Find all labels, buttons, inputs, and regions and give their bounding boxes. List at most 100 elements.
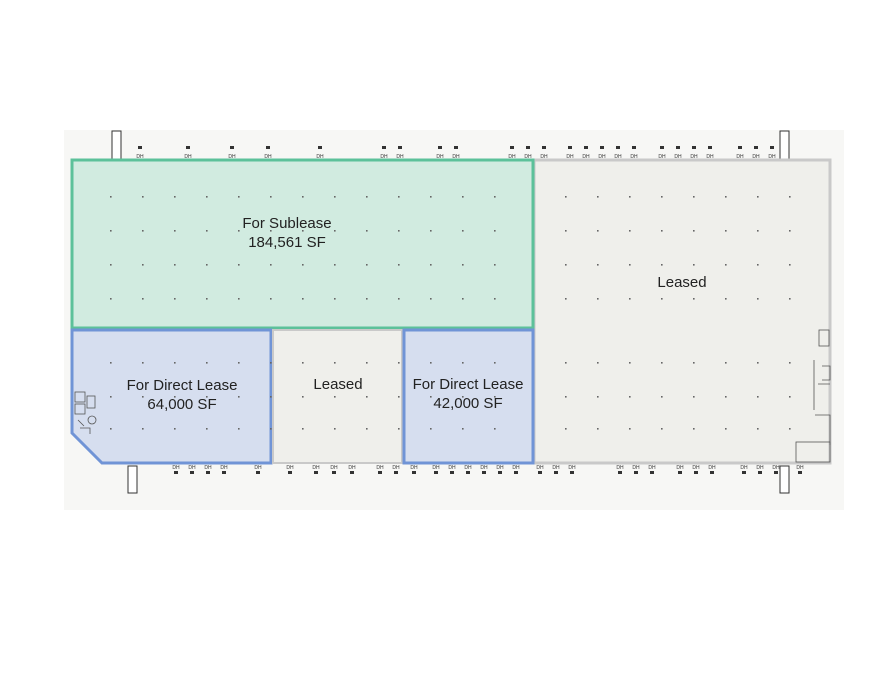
column-dot [110,196,112,198]
dock-door-label: DH [396,154,404,160]
column-dot [110,396,112,398]
column-dot [174,230,176,232]
column-dot [693,362,695,364]
dock-door-label: DH [690,154,698,160]
dock-door-marker [186,146,190,149]
dock-door-label: DH [552,465,560,471]
column-dot [270,264,272,266]
column-dot [629,264,631,266]
column-dot [238,362,240,364]
dock-door-marker [482,471,486,474]
column-dot [398,396,400,398]
dock-door-label: DH [330,465,338,471]
column-dot [757,264,759,266]
column-dot [302,230,304,232]
column-dot [629,298,631,300]
dock-door-marker [378,471,382,474]
column-dot [629,196,631,198]
column-dot [110,230,112,232]
dock-door-label: DH [480,465,488,471]
column-dot [174,298,176,300]
column-dot [661,428,663,430]
column-dot [206,362,208,364]
column-dot [270,396,272,398]
space-leased-middle[interactable] [272,329,403,464]
dock-door-marker [510,146,514,149]
column-dot [366,264,368,266]
column-dot [334,362,336,364]
dock-door-label: DH [796,465,804,471]
column-dot [238,428,240,430]
column-dot [629,428,631,430]
dock-door-label: DH [376,465,384,471]
dock-door-marker [434,471,438,474]
space-direct-lease-42000[interactable] [402,328,535,465]
dock-door-marker [618,471,622,474]
dock-door-label: DH [264,154,272,160]
column-dot [398,196,400,198]
column-dot [661,196,663,198]
dock-door-label: DH [508,154,516,160]
column-dot [597,264,599,266]
dock-door-label: DH [172,465,180,471]
column-dot [565,298,567,300]
space-for-sublease[interactable] [70,158,535,330]
column-dot [334,396,336,398]
office-detail [795,329,831,463]
column-dot [174,264,176,266]
column-dot [597,298,599,300]
column-dot [725,362,727,364]
dock-door-marker [758,471,762,474]
sublease-area: 184,561 SF [248,234,326,251]
dock-door-label: DH [188,465,196,471]
column-dot [142,396,144,398]
column-dot [398,428,400,430]
dock-door-label: DH [752,154,760,160]
dock-door-marker [754,146,758,149]
column-dot [206,264,208,266]
dock-door-label: DH [632,465,640,471]
column-dot [110,298,112,300]
column-dot [302,196,304,198]
dock-door-label: DH [228,154,236,160]
dock-door-label: DH [184,154,192,160]
dock-door-marker [466,471,470,474]
column-dot [366,362,368,364]
column-dot [174,396,176,398]
dock-door-marker [314,471,318,474]
dock-door-marker [554,471,558,474]
dock-door-marker [770,146,774,149]
column-dot [302,264,304,266]
dock-door-label: DH [464,465,472,471]
column-dot [334,230,336,232]
column-dot [302,362,304,364]
column-dot [270,362,272,364]
column-dot [430,264,432,266]
dock-door-label: DH [674,154,682,160]
column-dot [334,298,336,300]
space-direct-lease-64000[interactable] [70,328,273,465]
column-dot [462,362,464,364]
column-dot [789,362,791,364]
column-dot [661,362,663,364]
dock-door-marker [288,471,292,474]
column-grid [110,196,791,430]
dock-door-label: DH [706,154,714,160]
column-dot [661,264,663,266]
dock-door-marker [632,146,636,149]
sublease-title: For Sublease [242,215,331,232]
column-dot [789,298,791,300]
dock-door-marker [514,471,518,474]
dock-door-marker [266,146,270,149]
dock-door-label: DH [614,154,622,160]
column-dot [693,230,695,232]
column-dot [757,396,759,398]
column-dot [725,230,727,232]
column-dot [757,362,759,364]
column-dot [494,362,496,364]
column-dot [757,298,759,300]
dock-door-marker [174,471,178,474]
column-dot [206,396,208,398]
space-leased-large[interactable] [532,158,832,465]
dock-door-marker [538,471,542,474]
